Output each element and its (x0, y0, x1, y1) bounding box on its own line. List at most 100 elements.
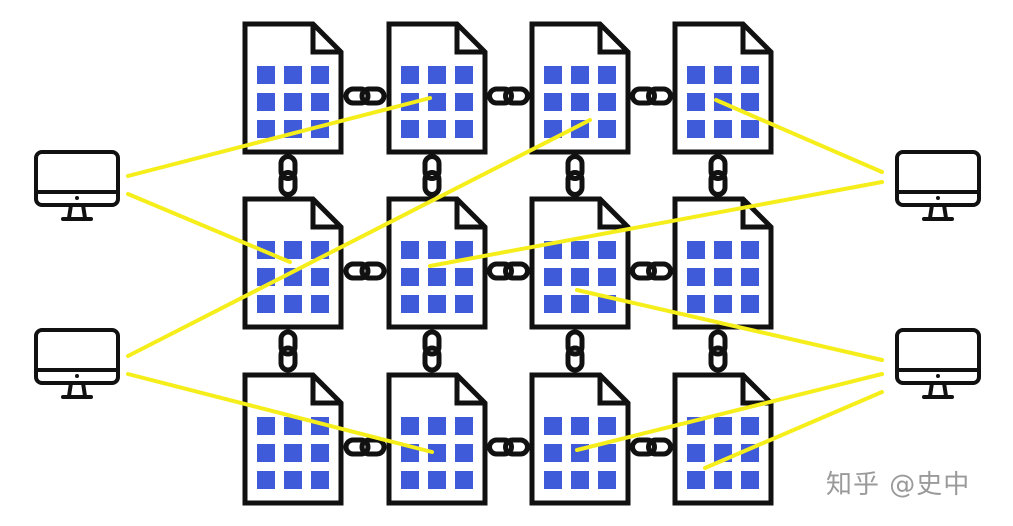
monitor-stand (928, 204, 948, 219)
document-cell (284, 417, 302, 435)
connection-line (126, 96, 432, 178)
document-fold (454, 199, 485, 230)
document-cell (544, 93, 562, 111)
document-cell (598, 417, 616, 435)
chain-ring (278, 170, 298, 197)
chain-ring (708, 170, 728, 197)
document-cell (257, 471, 275, 489)
chain-ring (359, 261, 387, 281)
document-cell (714, 471, 732, 489)
document-icon (672, 372, 774, 506)
document-cell (741, 417, 759, 435)
document-cell (714, 295, 732, 313)
chain-ring (708, 154, 728, 181)
document-cell (714, 120, 732, 138)
chain-ring (630, 261, 657, 281)
chain-ring (359, 86, 387, 106)
document-cell (455, 93, 473, 111)
chain-link-icon (343, 437, 387, 457)
document-cell (687, 120, 705, 138)
document-cell (571, 93, 589, 111)
chain-links (278, 86, 728, 457)
connection-line (575, 288, 884, 362)
document-cell (257, 93, 275, 111)
chain-link-icon (565, 329, 585, 373)
document-cell (401, 268, 419, 286)
document-cell (428, 241, 446, 259)
document-cell (401, 471, 419, 489)
document-icon (242, 196, 344, 330)
desktop-computer-icon (34, 150, 120, 221)
document-cell (741, 268, 759, 286)
document-cell (714, 66, 732, 84)
chain-link-icon (708, 154, 728, 197)
chain-ring (565, 345, 585, 373)
chain-ring (646, 261, 673, 281)
connection-line (126, 192, 292, 264)
document-cell (455, 417, 473, 435)
desktop-computer-icon (34, 328, 120, 399)
document-cell (401, 241, 419, 259)
document-cell (544, 417, 562, 435)
chain-link-icon (422, 329, 442, 373)
document-cell (598, 268, 616, 286)
document-cell (741, 66, 759, 84)
document-cell (598, 120, 616, 138)
connection-line (126, 372, 434, 454)
chain-ring (708, 345, 728, 373)
document-cell (455, 120, 473, 138)
chain-ring (503, 437, 530, 457)
documents-grid (242, 21, 774, 506)
power-dot (936, 374, 940, 378)
document-cell (741, 241, 759, 259)
chain-link-icon (630, 437, 673, 457)
document-cell (741, 471, 759, 489)
document-cell (741, 295, 759, 313)
chain-link-icon (343, 86, 387, 106)
document-cell (714, 417, 732, 435)
chain-ring (422, 345, 442, 373)
document-cell (284, 93, 302, 111)
document-cell (311, 471, 329, 489)
document-cell (687, 295, 705, 313)
document-fold (310, 199, 341, 230)
document-icon (242, 21, 344, 155)
document-cell (284, 471, 302, 489)
chain-ring (422, 154, 442, 181)
document-cell (428, 93, 446, 111)
document-cell (401, 295, 419, 313)
monitor-stand (67, 204, 87, 219)
desktop-computer-icon (895, 150, 981, 221)
computers (34, 150, 981, 399)
document-cell (544, 471, 562, 489)
watermark-text: 知乎 @史中 (826, 470, 971, 500)
chain-link-icon (565, 154, 585, 197)
chain-ring (708, 329, 728, 357)
chain-ring (278, 329, 298, 357)
document-cell (571, 417, 589, 435)
document-icon (386, 372, 488, 506)
connection-lines-overlay (126, 96, 884, 470)
document-cell (687, 93, 705, 111)
document-cell (311, 66, 329, 84)
chain-ring (422, 329, 442, 357)
document-cell (257, 66, 275, 84)
document-fold (740, 24, 771, 55)
document-cell (544, 295, 562, 313)
document-cell (598, 66, 616, 84)
document-cell (714, 241, 732, 259)
document-cell (455, 471, 473, 489)
document-cell (687, 66, 705, 84)
document-fold (310, 375, 341, 406)
chain-ring (630, 437, 657, 457)
document-cell (598, 93, 616, 111)
chain-link-icon (708, 329, 728, 373)
chain-link-icon (487, 437, 530, 457)
chain-ring (503, 261, 530, 281)
chain-link-icon (422, 154, 442, 197)
document-icon (672, 21, 774, 155)
document-cell (598, 444, 616, 462)
document-cell (401, 417, 419, 435)
document-cell (571, 471, 589, 489)
